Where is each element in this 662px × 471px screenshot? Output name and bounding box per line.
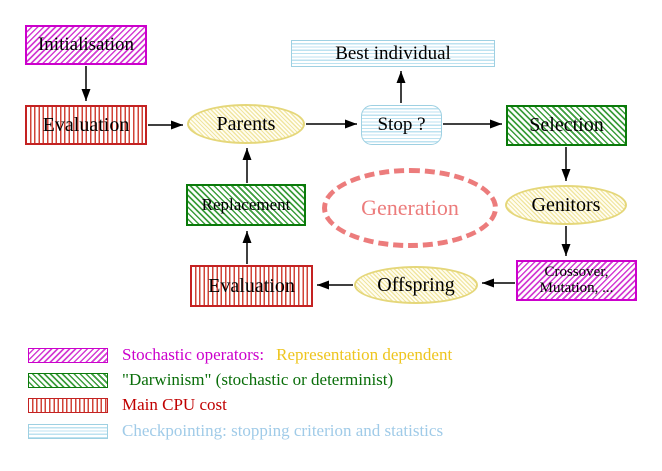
legend-swatch-darwinism: [28, 372, 108, 388]
legend-row-stochastic: Stochastic operators: Representation dep…: [28, 345, 453, 364]
crossover-line1: Crossover,: [544, 263, 609, 280]
node-parents: Parents: [187, 104, 305, 144]
legend-row-checkpointing: Checkpointing: stopping criterion and st…: [28, 421, 444, 440]
node-evaluation-bottom: Evaluation: [190, 265, 313, 307]
node-initialisation: Initialisation: [25, 25, 147, 65]
node-generation-loop: Generation: [322, 168, 498, 248]
node-crossover-mutation: Crossover, Mutation, ...: [516, 260, 637, 301]
legend-label-stochastic: Stochastic operators:: [122, 345, 265, 364]
legend-label-checkpointing: Checkpointing: stopping criterion and st…: [122, 421, 444, 440]
legend-swatch-checkpointing: [28, 423, 108, 439]
node-best-individual: Best individual: [291, 40, 495, 67]
node-stop: Stop ?: [361, 105, 442, 145]
legend-note-representation: Representation dependent: [276, 345, 453, 364]
node-selection: Selection: [506, 105, 627, 146]
node-evaluation-top: Evaluation: [25, 105, 147, 145]
node-replacement: Replacement: [186, 184, 306, 226]
legend-row-darwinism: "Darwinism" (stochastic or determinist): [28, 370, 394, 389]
crossover-line2: Mutation, ...: [539, 279, 614, 296]
legend-swatch-stochastic-operators: [28, 347, 108, 363]
legend-label-darwinism: "Darwinism" (stochastic or determinist): [122, 370, 394, 389]
legend-label-cpu-cost: Main CPU cost: [122, 395, 227, 414]
legend-swatch-cpu-cost: [28, 397, 108, 413]
legend-row-cpu-cost: Main CPU cost: [28, 395, 227, 414]
node-offspring: Offspring: [354, 266, 478, 304]
node-genitors: Genitors: [505, 185, 627, 225]
